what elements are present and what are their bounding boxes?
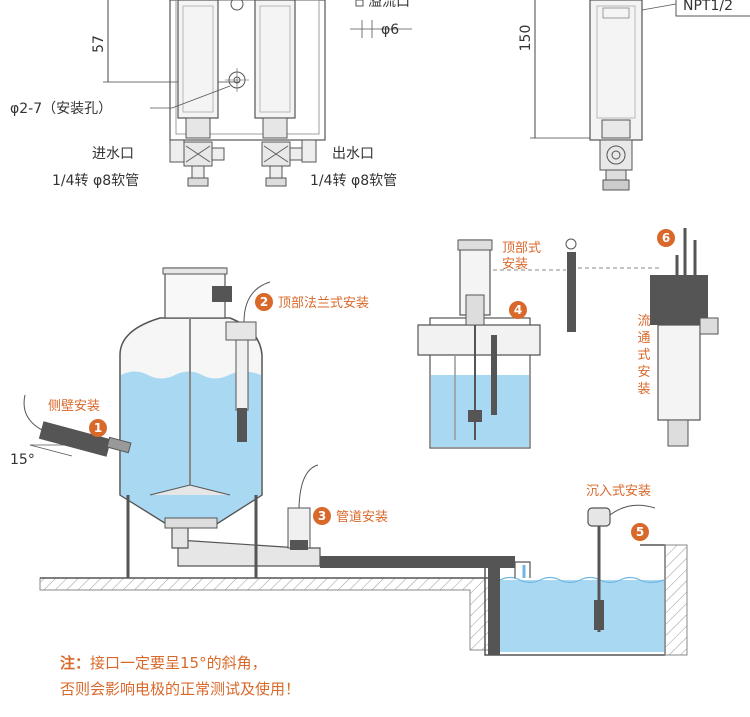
flow-mount-char: 通 xyxy=(637,331,650,346)
side-valve xyxy=(599,139,633,171)
main-pipe xyxy=(320,556,515,568)
npt-box xyxy=(675,0,750,17)
flange-label: 顶部法兰式安装 xyxy=(278,296,369,311)
side-wall-electrode xyxy=(23,394,132,457)
flange-mount xyxy=(225,321,257,341)
note-line1: 注：接口一定要呈15°的斜角， xyxy=(60,654,267,672)
mount-hole-label: φ2-7（安装孔） xyxy=(10,101,112,117)
overflow-port xyxy=(355,0,364,7)
svg-text:2: 2 xyxy=(260,295,268,309)
badge-6 xyxy=(657,229,675,247)
top-mount-label: 顶部式安装 xyxy=(502,241,541,272)
svg-text:6: 6 xyxy=(662,231,670,245)
submerged-mount xyxy=(587,507,611,527)
standalone-electrode xyxy=(567,252,576,332)
dim-57-label: 57 xyxy=(91,35,107,53)
flow-mount-char: 式 xyxy=(637,348,650,363)
flow-mount-char: 流 xyxy=(637,314,650,329)
pipe-label: 管道安装 xyxy=(336,510,388,525)
outlet-label: 出水口 xyxy=(332,146,374,162)
side-cartridge xyxy=(589,0,643,141)
top-drawing: 57 φ2-7（安装孔） 溢流口 φ6 xyxy=(10,0,750,191)
npt-label: NPT1/2 xyxy=(683,0,733,14)
phi6-label: φ6 xyxy=(381,22,399,38)
side-wall-label: 侧壁安装 xyxy=(48,399,100,414)
sump-water xyxy=(500,580,664,652)
inlet-label: 进水口 xyxy=(92,146,134,162)
dim-150-label: 150 xyxy=(518,25,534,52)
beaker-lid xyxy=(417,324,541,356)
svg-text:4: 4 xyxy=(514,303,522,317)
ground xyxy=(39,577,496,651)
note-line2: 否则会影响电极的正常测试及使用！ xyxy=(60,680,300,698)
flow-mount-char: 装 xyxy=(637,382,650,397)
overflow-label: 溢流口 xyxy=(368,0,410,10)
badge-2 xyxy=(255,293,273,311)
callouts: 1 侧壁安装 2 顶部法兰式安装 3 管道安装 4 顶部式安装 5 沉入式安装 … xyxy=(48,229,675,541)
angle-label: 15° xyxy=(10,452,35,468)
badge-5 xyxy=(631,523,649,541)
svg-text:3: 3 xyxy=(318,509,326,523)
svg-text:1: 1 xyxy=(94,421,102,435)
mount-hole-top xyxy=(230,0,244,11)
flow-mount-char: 安 xyxy=(637,365,650,380)
right-cartridge xyxy=(254,0,296,119)
badge-3 xyxy=(313,507,331,525)
note: 注：接口一定要呈15°的斜角， 否则会影响电极的正常测试及使用！ xyxy=(60,654,300,698)
flow-cell-body xyxy=(657,324,701,421)
svg-text:5: 5 xyxy=(636,525,644,539)
left-cartridge xyxy=(177,0,219,119)
inlet-spec: 1/4转 φ8软管 xyxy=(52,173,139,189)
flow-cell-head xyxy=(650,275,708,325)
flange-electrode xyxy=(235,339,249,411)
submerged-label: 沉入式安装 xyxy=(586,484,651,499)
outlet-spec: 1/4转 φ8软管 xyxy=(310,173,397,189)
beaker-electrode xyxy=(491,335,497,415)
badge-1 xyxy=(89,419,107,437)
mount-plate xyxy=(169,0,326,141)
badge-4 xyxy=(509,301,527,319)
bottom-drawing: 15° xyxy=(10,228,719,656)
